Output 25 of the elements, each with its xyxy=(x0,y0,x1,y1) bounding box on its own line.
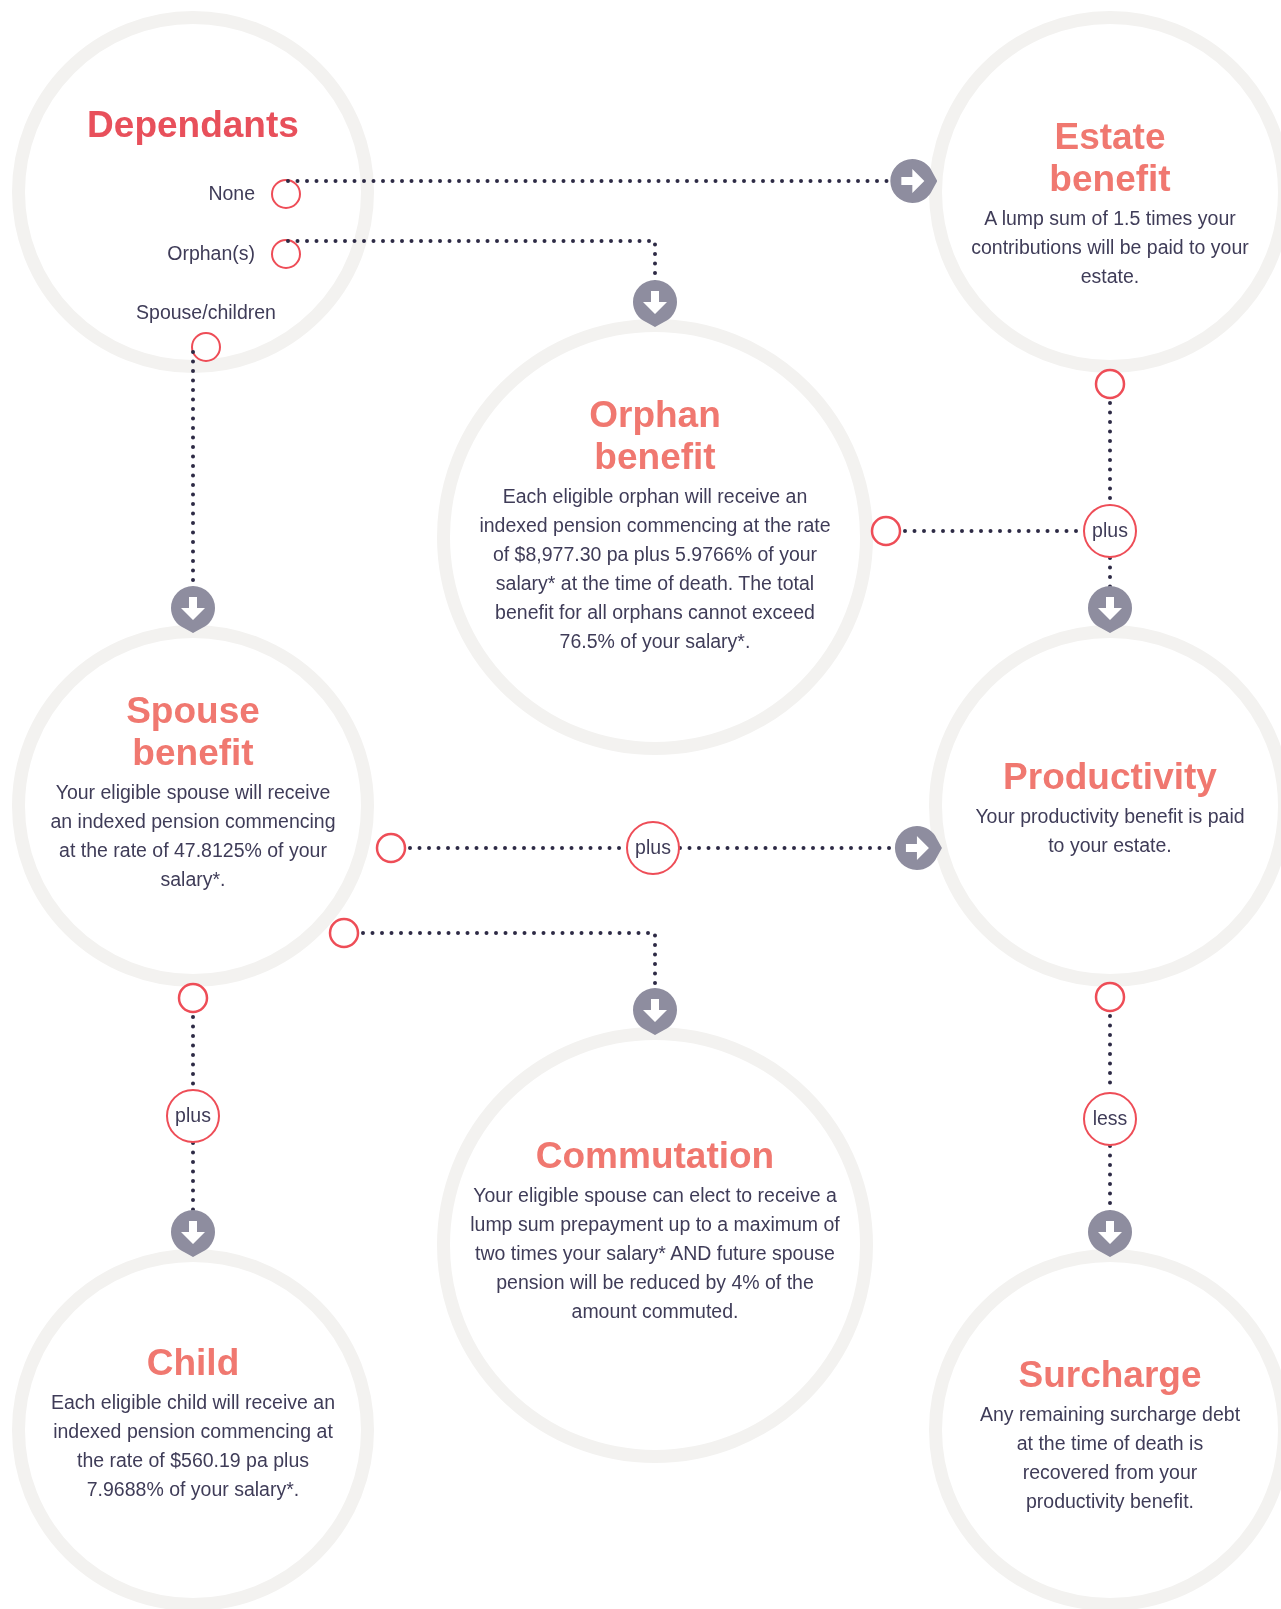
dotted-connector xyxy=(286,159,938,203)
option-label: Orphan(s) xyxy=(167,241,255,267)
circle-description: A lump sum of 1.5 times your contributions will be paid to your estate. xyxy=(970,206,1250,289)
circle-description: Each eligible orphan will receive an indexed pension commencing at the rate of $8,977.30 pa plus 5.9766% of your salary* at the time of death. The total benefit for all orphans cannot exceed 76.5% of your salary*. xyxy=(478,484,832,654)
dotted-connector xyxy=(328,917,677,1035)
circle-description: Any remaining surcharge debt at the time of death is recovered from your productivity benefit. xyxy=(978,1402,1242,1514)
option-label: None xyxy=(208,181,255,207)
dotted-connector xyxy=(286,239,677,327)
option-label: Spouse/children xyxy=(136,300,276,324)
circle-description: Each eligible child will receive an indexed pension commencing at the rate of $560.19 pa plus 7.9688% of your salary*. xyxy=(50,1390,336,1502)
circle-description: Your productivity benefit is paid to your estate. xyxy=(974,804,1246,858)
circle-heading: Spouse benefit xyxy=(125,690,261,774)
circle-description: Your eligible spouse can elect to receive a lump sum prepayment up to a maximum of two times your salary* AND future spouse pension will be reduced by 4% of the amount commuted. xyxy=(470,1183,840,1324)
circle-heading: Commutation xyxy=(535,1135,775,1177)
circle-description: Your eligible spouse will receive an indexed pension commencing at the rate of 47.8125% of your salary*. xyxy=(49,780,337,892)
dotted-connector xyxy=(171,350,215,633)
dotted-connector xyxy=(1088,1144,1132,1257)
circle-heading: Productivity xyxy=(1003,756,1217,798)
dotted-connector xyxy=(678,826,942,870)
circle-heading: Child xyxy=(146,1342,240,1384)
circle-heading: Orphan benefit xyxy=(588,394,722,478)
circle-heading: Dependants xyxy=(87,104,299,146)
dotted-connector xyxy=(171,1141,215,1257)
circle-heading: Estate benefit xyxy=(1048,116,1172,200)
circle-heading: Surcharge xyxy=(1018,1354,1202,1396)
